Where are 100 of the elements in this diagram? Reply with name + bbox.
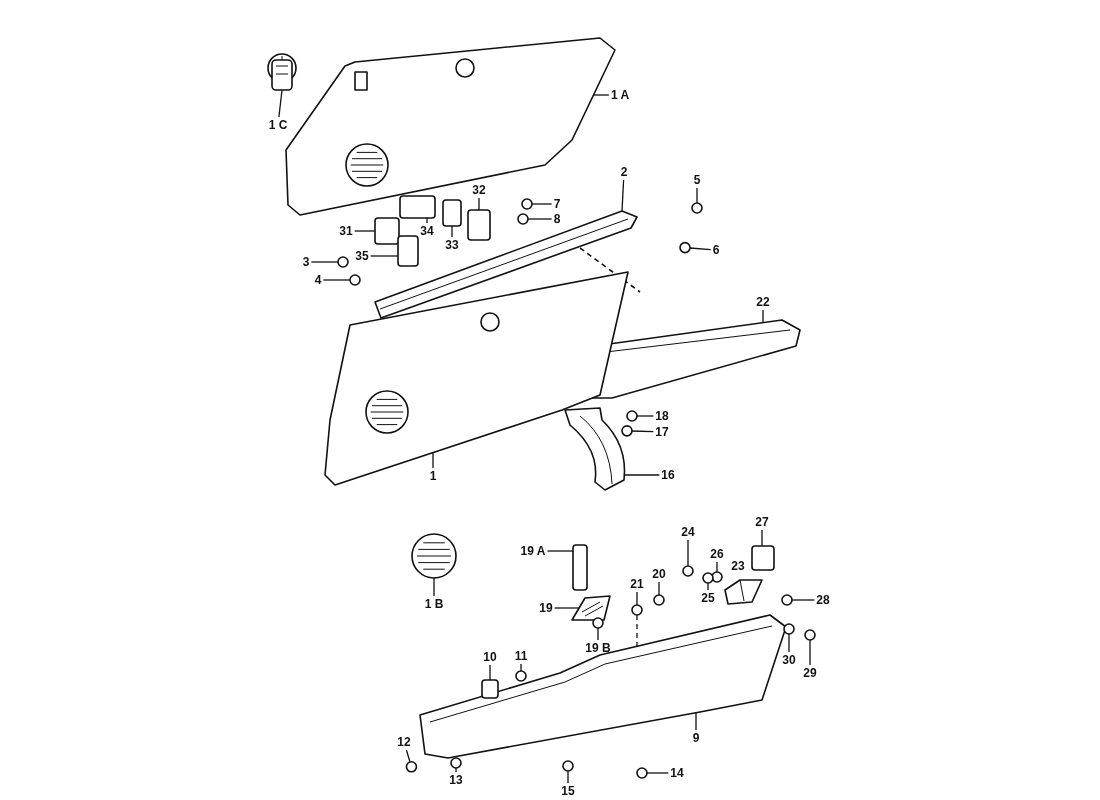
switch bbox=[399, 195, 436, 219]
leader-line bbox=[322, 279, 351, 281]
fastener-icon bbox=[521, 198, 533, 210]
callout-number: 13 bbox=[449, 773, 463, 787]
callout-number: 14 bbox=[670, 766, 684, 780]
callout-number: 7 bbox=[553, 197, 561, 211]
callout-number: 1 bbox=[429, 469, 437, 483]
fastener-icon bbox=[626, 410, 638, 422]
fastener-icon bbox=[631, 604, 643, 616]
leader-line bbox=[370, 255, 399, 257]
callout-number: 27 bbox=[755, 515, 769, 529]
leader-line bbox=[433, 577, 435, 597]
fastener-icon bbox=[636, 767, 648, 779]
callout-number: 24 bbox=[681, 525, 695, 539]
leader-line bbox=[426, 217, 428, 224]
callout-number: 3 bbox=[302, 255, 310, 269]
fastener-icon bbox=[515, 670, 527, 682]
callout-number: 11 bbox=[514, 649, 528, 663]
wedge-part bbox=[724, 579, 763, 605]
fastener-icon bbox=[781, 594, 793, 606]
leader-line bbox=[520, 663, 522, 672]
hinge-block bbox=[751, 545, 775, 571]
callout-number: 10 bbox=[483, 650, 497, 664]
leader-line bbox=[310, 261, 339, 263]
callout-number: 22 bbox=[756, 295, 770, 309]
switch bbox=[467, 209, 491, 241]
clip-block bbox=[481, 679, 499, 699]
leader-line bbox=[646, 772, 669, 774]
fastener-icon bbox=[562, 760, 574, 772]
callout-number: 31 bbox=[339, 224, 353, 238]
leader-line bbox=[716, 561, 718, 573]
leader-line bbox=[597, 627, 599, 641]
leader-line bbox=[621, 179, 625, 212]
leader-line bbox=[489, 664, 491, 681]
fastener-icon bbox=[679, 241, 691, 254]
fastener-icon bbox=[702, 572, 714, 584]
fastener-icon bbox=[592, 617, 604, 629]
callout-number: 12 bbox=[397, 735, 411, 749]
leader-line bbox=[636, 591, 638, 606]
callout-number: 18 bbox=[655, 409, 669, 423]
leader-line bbox=[278, 89, 283, 118]
callout-number: 1 C bbox=[268, 118, 288, 132]
leader-line bbox=[687, 539, 689, 567]
leader-line bbox=[791, 599, 815, 601]
fastener-icon bbox=[783, 623, 795, 635]
speaker-grille bbox=[411, 533, 457, 579]
pin bbox=[572, 544, 588, 591]
fastener-icon bbox=[450, 757, 462, 769]
leader-line bbox=[432, 452, 434, 469]
callout-number: 29 bbox=[803, 666, 817, 680]
speaker-housing bbox=[267, 53, 297, 91]
leader-line bbox=[451, 225, 453, 238]
leader-line bbox=[696, 187, 698, 204]
callout-number: 30 bbox=[782, 653, 796, 667]
leader-line bbox=[788, 633, 790, 653]
callout-number: 26 bbox=[710, 547, 724, 561]
leader-line bbox=[809, 639, 811, 666]
fastener-icon bbox=[349, 274, 361, 286]
switch bbox=[442, 199, 462, 227]
leader-line bbox=[554, 607, 580, 609]
leader-line bbox=[761, 529, 763, 547]
leader-line bbox=[478, 197, 480, 211]
assembly-guide-line bbox=[636, 614, 638, 648]
callout-number: 33 bbox=[445, 238, 459, 252]
callout-number: 19 B bbox=[585, 641, 611, 655]
callout-number: 8 bbox=[553, 212, 561, 226]
leader-line bbox=[455, 767, 457, 773]
fastener-icon bbox=[682, 565, 694, 577]
callout-number: 9 bbox=[692, 731, 700, 745]
callout-number: 1 A bbox=[610, 88, 630, 102]
callout-number: 21 bbox=[630, 577, 644, 591]
armrest bbox=[591, 319, 801, 399]
callout-number: 1 B bbox=[424, 597, 444, 611]
callout-number: 4 bbox=[314, 273, 322, 287]
leader-line bbox=[527, 218, 553, 220]
callout-number: 28 bbox=[816, 593, 830, 607]
callout-number: 34 bbox=[420, 224, 434, 238]
callout-number: 17 bbox=[655, 425, 669, 439]
leader-line bbox=[592, 94, 610, 96]
leader-line bbox=[546, 550, 574, 552]
callout-number: 19 bbox=[539, 601, 553, 615]
fastener-icon bbox=[405, 761, 418, 773]
callout-number: 35 bbox=[355, 249, 369, 263]
fastener-icon bbox=[691, 202, 703, 214]
callout-number: 25 bbox=[701, 591, 715, 605]
leader-line bbox=[762, 309, 764, 324]
fastener-icon bbox=[653, 594, 665, 606]
leader-line bbox=[689, 247, 712, 251]
door-pull-strip bbox=[374, 210, 638, 319]
callout-number: 19 A bbox=[520, 544, 546, 558]
leader-line bbox=[707, 582, 709, 591]
leader-line bbox=[658, 581, 660, 596]
callout-number: 16 bbox=[661, 468, 675, 482]
callout-number: 23 bbox=[731, 559, 745, 573]
leader-line bbox=[405, 749, 411, 763]
fastener-icon bbox=[621, 425, 633, 437]
leader-line bbox=[531, 203, 553, 205]
fastener-icon bbox=[337, 256, 349, 268]
leader-line bbox=[567, 770, 569, 784]
leader-line bbox=[695, 712, 697, 731]
